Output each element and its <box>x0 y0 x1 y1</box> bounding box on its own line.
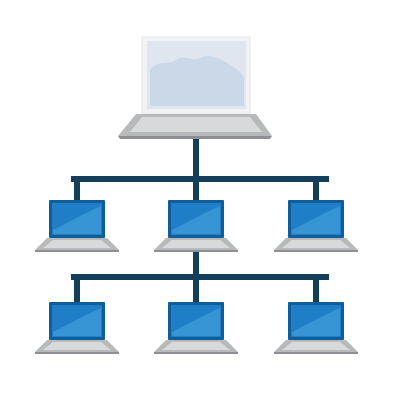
client-base-edge <box>274 352 358 354</box>
client-screen-highlight <box>292 206 340 234</box>
client-keyboard <box>282 240 350 248</box>
client-laptop-icon <box>35 302 119 354</box>
trunk-line-lower <box>193 250 199 280</box>
client-screen-highlight <box>53 206 101 234</box>
client-keyboard <box>162 240 230 248</box>
row-1-bus-line <box>71 176 329 182</box>
server-screen-detail <box>150 55 244 106</box>
client-screen-highlight <box>172 308 220 336</box>
client-keyboard <box>282 342 350 350</box>
row-1-drop-line <box>193 176 199 202</box>
row-1-drop-line <box>74 176 80 202</box>
server-base-edge <box>118 136 272 139</box>
client-base-edge <box>154 250 238 252</box>
client-base-edge <box>35 250 119 252</box>
client-laptop-icon <box>154 302 238 354</box>
row-2-bus-line <box>71 274 329 280</box>
row-2-drop-line <box>313 274 319 304</box>
connector-lines <box>71 139 329 304</box>
client-laptop-icon <box>35 200 119 252</box>
client-screen-highlight <box>292 308 340 336</box>
client-laptops <box>35 200 358 354</box>
row-2-drop-line <box>74 274 80 304</box>
row-2-drop-line <box>193 274 199 304</box>
client-screen-highlight <box>53 308 101 336</box>
client-laptop-icon <box>154 200 238 252</box>
client-laptop-icon <box>274 200 358 252</box>
client-keyboard <box>162 342 230 350</box>
client-screen-highlight <box>172 206 220 234</box>
server-laptop-icon <box>118 36 272 139</box>
client-base-edge <box>35 352 119 354</box>
client-base-edge <box>274 250 358 252</box>
row-1-drop-line <box>313 176 319 202</box>
client-keyboard <box>43 240 111 248</box>
client-laptop-icon <box>274 302 358 354</box>
client-keyboard <box>43 342 111 350</box>
client-base-edge <box>154 352 238 354</box>
server-keyboard <box>130 117 262 132</box>
trunk-line <box>193 139 199 182</box>
